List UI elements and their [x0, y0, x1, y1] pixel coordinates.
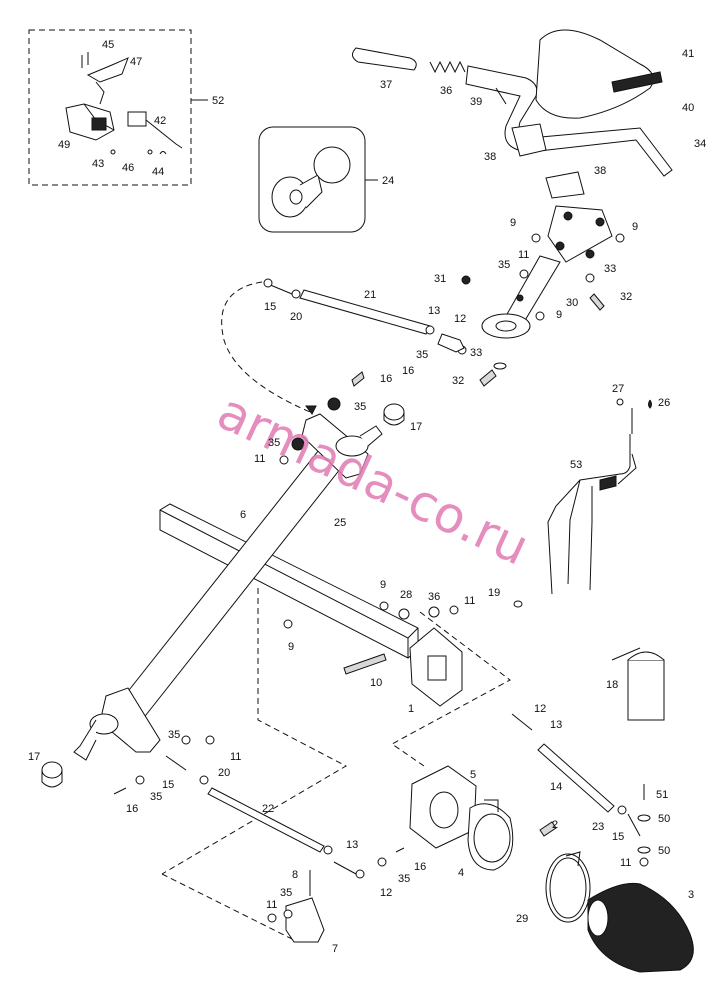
callout-35-b: 35	[416, 349, 428, 361]
callout-11-c: 11	[464, 595, 475, 607]
callout-35-h: 35	[398, 873, 410, 885]
callout-43: 43	[92, 158, 104, 170]
detail-inset-24	[258, 126, 378, 233]
callout-11-a: 11	[518, 249, 529, 261]
callout-11-f: 11	[266, 899, 277, 911]
callout-38-upper: 38	[484, 151, 496, 163]
callout-35-a: 35	[498, 259, 510, 271]
callout-17-a: 17	[410, 421, 422, 433]
callout-17-b: 17	[28, 751, 40, 763]
callout-26: 26	[658, 397, 670, 409]
callout-42: 42	[154, 115, 166, 127]
callout-15-a: 15	[264, 301, 276, 313]
callout-16-d: 16	[414, 861, 426, 873]
callout-9-a: 9	[510, 217, 516, 229]
callout-22: 22	[262, 803, 274, 815]
callout-30: 30	[566, 297, 578, 309]
callout-52: 52	[212, 95, 224, 107]
right-side-components	[409, 398, 694, 973]
callout-37: 37	[380, 79, 392, 91]
callout-5: 5	[470, 769, 476, 781]
callout-16-c: 16	[126, 803, 138, 815]
callout-31: 31	[434, 273, 446, 285]
callout-46: 46	[122, 162, 134, 174]
callout-6: 6	[240, 509, 246, 521]
callout-33-b: 33	[470, 347, 482, 359]
callout-32-b: 32	[452, 375, 464, 387]
callout-1: 1	[408, 703, 414, 715]
callout-25: 25	[334, 517, 346, 529]
callout-35-d: 35	[268, 437, 280, 449]
callout-9-b: 9	[632, 221, 638, 233]
handlebar-assembly	[352, 29, 673, 199]
callout-18: 18	[606, 679, 618, 691]
callout-14: 14	[550, 781, 562, 793]
callout-36: 36	[440, 85, 452, 97]
callout-11-d: 11	[230, 751, 241, 763]
callout-35-g: 35	[280, 887, 292, 899]
callout-28: 28	[400, 589, 412, 601]
callout-9-e: 9	[288, 641, 294, 653]
callout-49: 49	[58, 139, 70, 151]
callout-labels: 45 47 52 42 49 43 46 44 37 36 39 41 40 3…	[28, 39, 706, 955]
callout-40: 40	[682, 102, 694, 114]
callout-27: 27	[612, 383, 624, 395]
tie-rod-21	[221, 278, 465, 415]
steering-column-upper	[457, 205, 625, 387]
callout-11-b: 11	[254, 453, 265, 465]
callout-21: 21	[364, 289, 376, 301]
callout-50-a: 50	[658, 813, 670, 825]
callout-33-a: 33	[604, 263, 616, 275]
callout-35-c: 35	[354, 401, 366, 413]
callout-16-a: 16	[402, 365, 414, 377]
callout-15-c: 15	[612, 831, 624, 843]
callout-51: 51	[656, 789, 668, 801]
callout-11-e: 11	[620, 857, 631, 869]
callout-10: 10	[370, 677, 382, 689]
callout-24: 24	[382, 175, 394, 187]
callout-34: 34	[694, 138, 706, 150]
callout-36-b: 36	[428, 591, 440, 603]
callout-53: 53	[570, 459, 582, 471]
callout-12-a: 12	[454, 313, 466, 325]
callout-16-b: 16	[380, 373, 392, 385]
callout-39: 39	[470, 96, 482, 108]
callout-9-d: 9	[380, 579, 386, 591]
callout-20-b: 20	[218, 767, 230, 779]
callout-13-b: 13	[550, 719, 562, 731]
throttle-housing-inset	[28, 29, 208, 186]
callout-7: 7	[332, 943, 338, 955]
callout-9-c: 9	[556, 309, 562, 321]
callout-12-b: 12	[534, 703, 546, 715]
callout-13-c: 13	[346, 839, 358, 851]
callout-35-f: 35	[150, 791, 162, 803]
callout-12-c: 12	[380, 887, 392, 899]
callout-23: 23	[592, 821, 604, 833]
callout-3: 3	[688, 889, 694, 901]
callout-13-a: 13	[428, 305, 440, 317]
callout-2: 2	[552, 819, 558, 831]
lower-tie-rods	[113, 713, 627, 943]
callout-15-b: 15	[162, 779, 174, 791]
callout-20-a: 20	[290, 311, 302, 323]
callout-38-lower: 38	[594, 165, 606, 177]
callout-41: 41	[682, 48, 694, 60]
callout-4: 4	[458, 867, 464, 879]
callout-47: 47	[130, 56, 142, 68]
callout-50-b: 50	[658, 845, 670, 857]
main-shaft-and-frame	[41, 371, 523, 943]
callout-32-a: 32	[620, 291, 632, 303]
callout-29: 29	[516, 913, 528, 925]
callout-19: 19	[488, 587, 500, 599]
callout-8: 8	[292, 869, 298, 881]
callout-44: 44	[152, 166, 164, 178]
callout-35-e: 35	[168, 729, 180, 741]
callout-45: 45	[102, 39, 114, 51]
